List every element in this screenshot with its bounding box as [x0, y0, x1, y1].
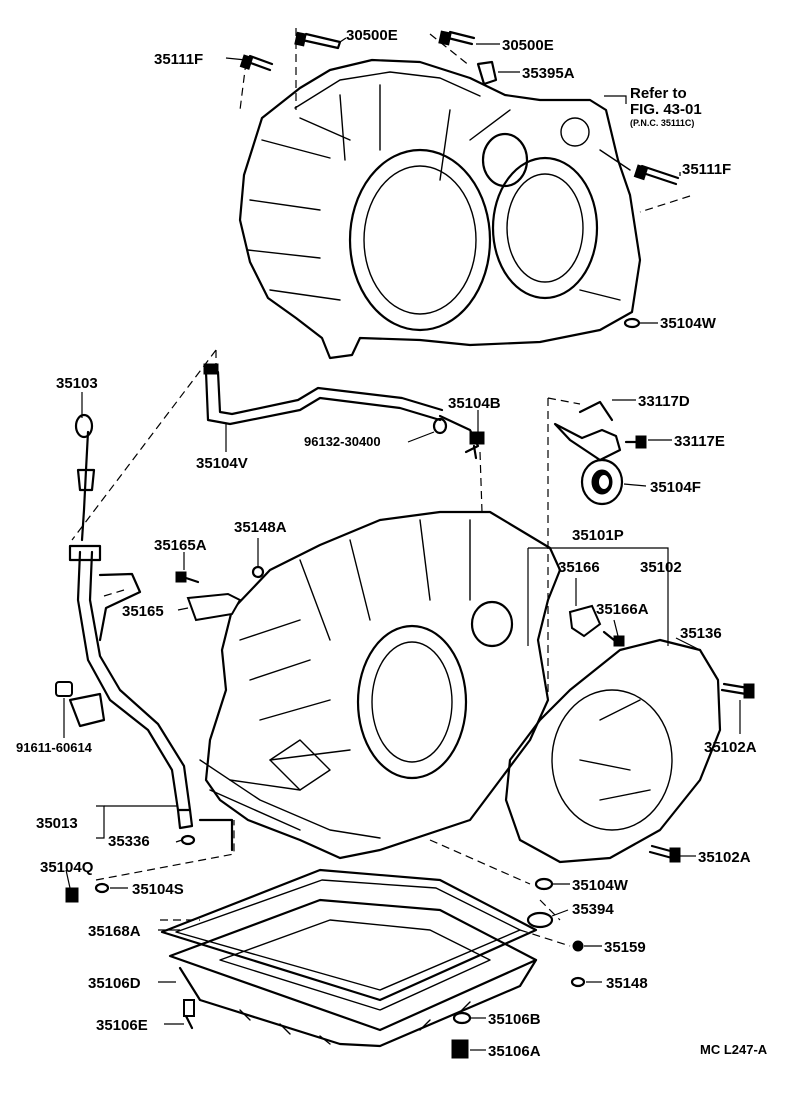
- label-35104V: 35104V: [196, 455, 248, 472]
- transaxle-case-cover-35136: [504, 638, 722, 864]
- bolt-30500E-b: [438, 30, 476, 46]
- label-35168A: 35168A: [88, 923, 141, 940]
- plate-35165: [186, 592, 242, 622]
- oil-filler-tube-35013: [68, 544, 194, 830]
- bolt-33117E: [624, 435, 647, 449]
- label-35394: 35394: [572, 901, 614, 918]
- plug-35395A: [476, 60, 498, 86]
- pin-35104W-a: [623, 317, 641, 329]
- ring-35336: [180, 834, 196, 846]
- label-35101P: 35101P: [572, 527, 624, 544]
- label-35104Q: 35104Q: [40, 859, 94, 876]
- label-91611-60614: 91611-60614: [16, 740, 93, 755]
- oil-pan-gasket-35168A: [160, 868, 538, 1002]
- label-35165: 35165: [122, 603, 164, 620]
- leader-lines: [63, 37, 741, 1051]
- o-ring-35394: [526, 911, 554, 929]
- transmission-case: [198, 510, 562, 860]
- refer-line-2: FIG. 43-01: [630, 101, 702, 118]
- bolt-30500E-a: [294, 31, 342, 50]
- label-35102: 35102: [640, 559, 682, 576]
- label-35148A: 35148A: [234, 519, 287, 536]
- label-35336: 35336: [108, 833, 150, 850]
- oil-seal-35104F: [580, 458, 624, 506]
- refer-line-3: (P.N.C. 35111C): [630, 118, 694, 128]
- label-35104W-a: 35104W: [660, 315, 717, 332]
- label-35103: 35103: [56, 375, 98, 392]
- plug-35106B: [452, 1011, 472, 1025]
- label-35104S: 35104S: [132, 881, 184, 898]
- label-35111F-a: 35111F: [154, 51, 203, 68]
- label-35106D: 35106D: [88, 975, 141, 992]
- bolt-35111F-b: [633, 164, 680, 186]
- label-35104F: 35104F: [650, 479, 701, 496]
- clamp-96132-30400: [432, 417, 448, 435]
- label-35136: 35136: [680, 625, 722, 642]
- label-96132-30400: 96132-30400: [304, 434, 381, 449]
- label-35166: 35166: [558, 559, 600, 576]
- plug-91611-60614: [55, 681, 73, 697]
- label-35102A-a: 35102A: [704, 739, 757, 756]
- oil-pan-35106D: [168, 898, 538, 1048]
- bolt-35102A-a: [720, 682, 755, 699]
- label-35111F-b: 35111F: [682, 161, 731, 178]
- plug-35159: [572, 940, 584, 952]
- figure-code: MC L247-A: [700, 1042, 768, 1057]
- label-35102A-b: 35102A: [698, 849, 751, 866]
- refer-line-1: Refer to: [630, 85, 687, 102]
- label-33117E: 33117E: [674, 433, 725, 450]
- assembly-dashed-lines: [71, 28, 691, 947]
- label-30500E-b: 30500E: [502, 37, 554, 54]
- transaxle-housing: [238, 58, 642, 360]
- label-35106B: 35106B: [488, 1011, 541, 1028]
- pin-35104W-b: [534, 877, 554, 891]
- bolt-35166A: [602, 630, 625, 647]
- plate-35166: [568, 604, 602, 638]
- clamp-35104Q: [65, 887, 79, 903]
- drain-plug-35106A: [451, 1039, 469, 1059]
- label-33117D: 33117D: [638, 393, 690, 410]
- label-35395A: 35395A: [522, 65, 575, 82]
- label-35104B: 35104B: [448, 395, 501, 412]
- label-35159: 35159: [604, 939, 646, 956]
- ring-35104S: [94, 882, 110, 894]
- bracket-33117D: [553, 400, 622, 462]
- bolt-35106E: [183, 999, 195, 1030]
- bolt-35165A: [175, 571, 200, 584]
- label-30500E-a: 30500E: [346, 27, 398, 44]
- label-35165A: 35165A: [154, 537, 207, 554]
- breather-plug-35104B: [438, 414, 485, 460]
- label-35106A: 35106A: [488, 1043, 541, 1060]
- part-labels: 30500E 30500E 35111F 35395A Refer to FIG…: [16, 27, 768, 1060]
- label-35148: 35148: [606, 975, 648, 992]
- bolt-35102A-b: [648, 844, 681, 863]
- label-35106E: 35106E: [96, 1017, 148, 1034]
- label-35166A: 35166A: [596, 601, 649, 618]
- label-35104W-b: 35104W: [572, 877, 629, 894]
- label-35013: 35013: [36, 815, 78, 832]
- gasket-35148: [570, 976, 586, 988]
- oil-level-gauge-35103: [74, 413, 96, 542]
- washer-35148A: [251, 565, 265, 579]
- breather-hose-35104V: [203, 363, 444, 426]
